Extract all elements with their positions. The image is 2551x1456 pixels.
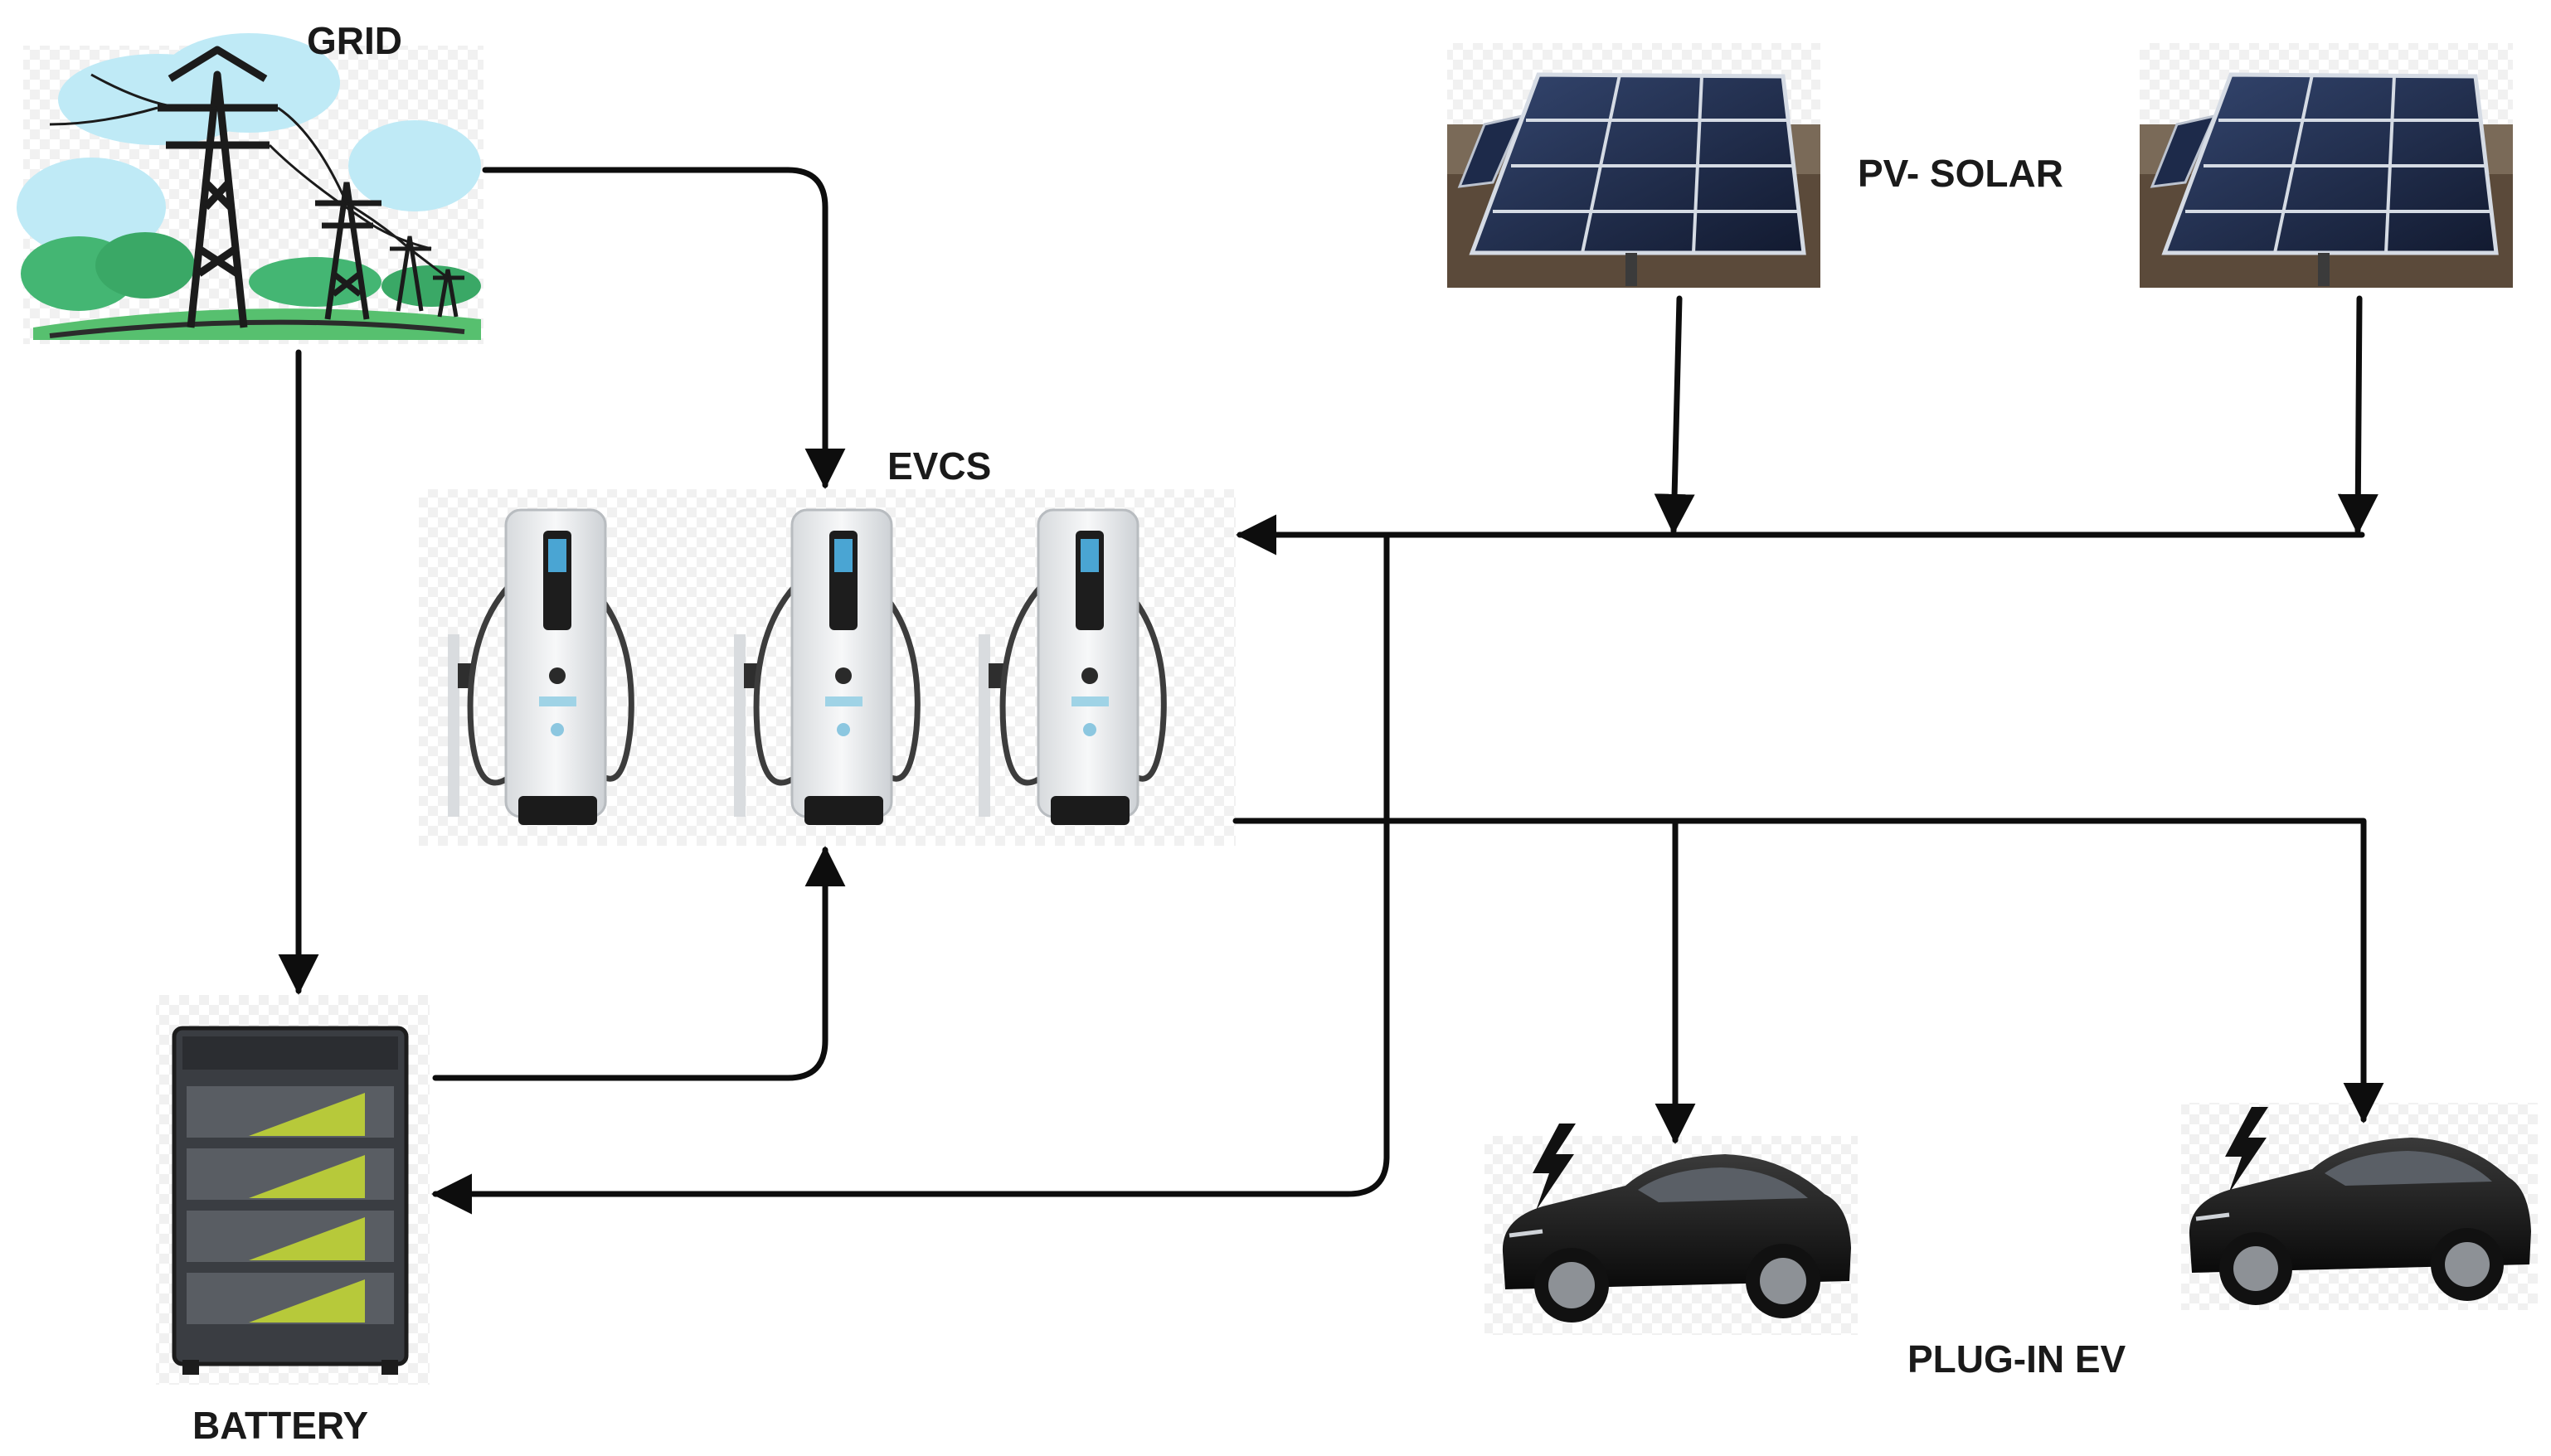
arrow-battery-to-evcs — [432, 846, 846, 1081]
plug-in-ev-node-2 — [2181, 1103, 2538, 1310]
solar-panel-icon — [2140, 72, 2513, 288]
arrow-solar2-to-bus — [2337, 295, 2379, 535]
evcs-label: EVCS — [887, 444, 991, 488]
electric-car-icon — [2189, 1107, 2531, 1305]
ev-charger-icon — [448, 508, 1167, 825]
arrow-evcs-to-ev1 — [1232, 818, 1696, 1144]
solar-panel-icon — [1447, 72, 1820, 288]
pv-solar-node-2 — [2140, 43, 2513, 288]
pv-solar-label: PV- SOLAR — [1858, 152, 2063, 195]
charger-3 — [979, 508, 1167, 825]
charger-1 — [448, 508, 634, 825]
transmission-tower-icon — [17, 33, 481, 340]
electric-car-icon — [1502, 1124, 1851, 1323]
evcs-node: EVCS — [419, 444, 1236, 846]
battery-rack-icon — [172, 1026, 409, 1375]
plug-in-ev-node-1 — [1484, 1124, 1858, 1335]
arrow-evcs-to-ev2 — [1670, 818, 2384, 1124]
battery-node: BATTERY — [156, 995, 430, 1447]
grid-label: GRID — [307, 19, 402, 62]
plug-in-ev-label: PLUG-IN EV — [1907, 1337, 2126, 1381]
arrow-solar1-to-bus — [1654, 295, 1695, 535]
arrow-grid-to-evcs — [482, 167, 846, 489]
grid-node: GRID — [17, 19, 483, 344]
battery-label: BATTERY — [192, 1404, 368, 1447]
charger-2 — [734, 508, 921, 825]
arrow-solar-bus-to-battery — [431, 531, 1390, 1215]
pv-solar-node-1 — [1447, 43, 1820, 288]
